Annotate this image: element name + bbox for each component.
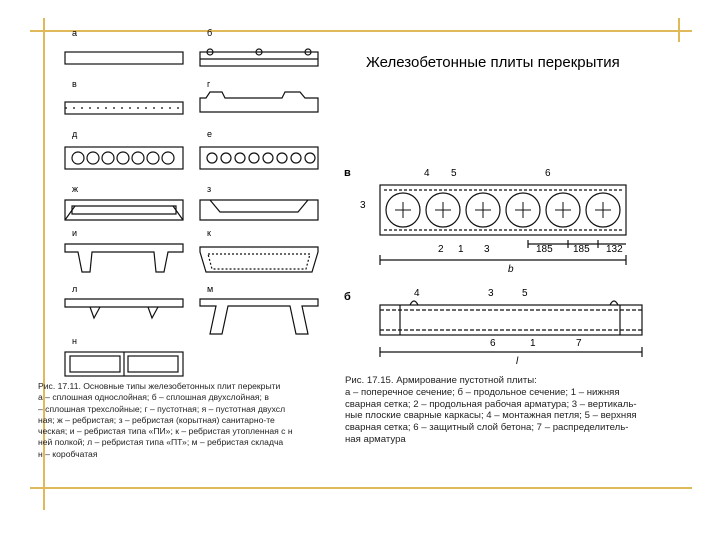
slide-title: Железобетонные плиты перекрытия xyxy=(366,54,620,71)
slab-types-drawing: а б в г д е ж з и к л м н xyxy=(64,28,319,377)
reinforcement-drawing: в б xyxy=(344,167,643,367)
reinforcement-figure: в б xyxy=(340,160,700,380)
slab-solid-single xyxy=(64,51,184,65)
right-figure-caption: Рис. 17.15. Армирование пустотной плиты:… xyxy=(345,375,637,445)
label-7-long: 7 xyxy=(576,338,582,349)
slab-ribbed-pt xyxy=(64,298,184,308)
label-4-bottom: 4 xyxy=(414,288,420,299)
slab-ribbed-folded xyxy=(199,298,319,335)
panel-label-g: г xyxy=(207,79,211,89)
panel-label-z: з xyxy=(207,184,211,194)
panel-label-n: н xyxy=(72,336,77,346)
slab-hollow-round xyxy=(64,146,184,170)
slab-types-figure: а б в г д е ж з и к л м н xyxy=(50,22,340,382)
panel-label-d: д xyxy=(72,129,78,139)
panel-label-b: б xyxy=(207,28,212,38)
slab-hollow-double xyxy=(199,146,319,170)
label-5-long: 5 xyxy=(522,288,528,299)
slab-ribbed-k xyxy=(199,246,319,273)
label-5-top: 5 xyxy=(451,168,457,179)
dimension-185-a: 185 xyxy=(536,244,553,255)
label-1-long: 1 xyxy=(530,338,536,349)
panel-label-i: и xyxy=(72,228,77,238)
panel-label-k: к xyxy=(207,228,211,238)
label-1: 1 xyxy=(458,244,464,255)
decorative-bottom-line xyxy=(30,487,692,489)
panel-label-zh: ж xyxy=(72,184,78,194)
label-6-long: 6 xyxy=(490,338,496,349)
decorative-corner-line xyxy=(678,18,680,42)
slab-hollow-g xyxy=(199,91,319,113)
panel-label-v: в xyxy=(72,79,77,89)
hollow-slab-cross-section xyxy=(379,184,627,236)
dimension-185-b: 185 xyxy=(573,244,590,255)
label-6-top: 6 xyxy=(545,168,551,179)
panel-label-l: л xyxy=(72,284,77,294)
panel-label-v-right: в xyxy=(344,167,351,179)
label-2: 2 xyxy=(438,244,444,255)
dimension-132: 132 xyxy=(606,244,623,255)
dimension-l: l xyxy=(516,356,519,367)
decorative-top-line xyxy=(30,30,692,32)
label-4-top: 4 xyxy=(424,168,430,179)
left-figure-caption: Рис. 17.11. Основные типы железобетонных… xyxy=(38,381,293,459)
slab-ribbed-zh xyxy=(64,199,184,221)
panel-label-e: е xyxy=(207,129,212,139)
panel-label-m: м xyxy=(207,284,213,294)
label-3-long: 3 xyxy=(488,288,494,299)
dimension-b: b xyxy=(508,264,514,275)
panel-label-a: а xyxy=(72,28,77,38)
label-3-left: 3 xyxy=(360,200,366,211)
panel-label-b-right: б xyxy=(344,291,351,303)
label-3-bottom: 3 xyxy=(484,244,490,255)
decorative-vertical-line xyxy=(43,18,45,510)
hollow-slab-longitudinal-section xyxy=(379,304,643,336)
slab-ribbed-pi xyxy=(64,243,184,273)
slab-trough xyxy=(199,199,319,221)
